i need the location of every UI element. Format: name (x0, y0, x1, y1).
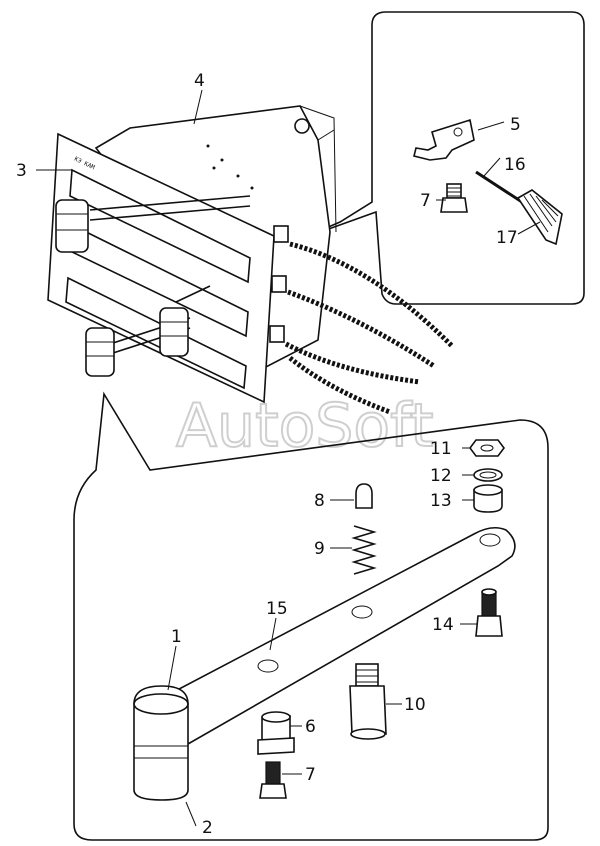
callout-17: 17 (496, 228, 518, 248)
callout-10: 10 (404, 695, 426, 715)
callout-11: 11 (430, 439, 452, 459)
callout-12: 12 (430, 466, 452, 486)
callout-8: 8 (314, 491, 325, 511)
washer-part-12 (473, 468, 503, 482)
screw-part-14 (475, 588, 503, 637)
bushing-part-13 (473, 484, 503, 513)
callout-2: 2 (202, 818, 213, 838)
bracket-housing-part-4: КЭ КАМ (47, 105, 337, 404)
nut-part-6 (257, 711, 295, 755)
rod-assembly-front (55, 195, 251, 377)
watermark-text: AutoSoft (176, 391, 434, 461)
callout-14: 14 (432, 615, 454, 635)
cables (284, 241, 454, 415)
detail-frame-bottom (73, 391, 549, 841)
bolt-part-7-bottom (259, 761, 287, 799)
nut-part-11 (469, 439, 505, 457)
bolt-part-7-top (440, 183, 468, 213)
coupler-part-10 (349, 663, 387, 740)
callout-3: 3 (16, 161, 27, 181)
lever-arm-part-15 (160, 526, 516, 746)
spring-part-9 (351, 525, 377, 575)
callout-5: 5 (510, 115, 521, 135)
pin-part-8 (355, 483, 373, 509)
callout-7-top: 7 (420, 191, 431, 211)
callout-7-bottom: 7 (305, 765, 316, 785)
callout-15: 15 (266, 599, 288, 619)
knob-part-1-2 (133, 685, 189, 801)
callout-13: 13 (430, 491, 452, 511)
bracket-part-5 (413, 118, 475, 161)
callout-1: 1 (171, 627, 182, 647)
detail-frame-top (297, 11, 585, 305)
callout-9: 9 (314, 539, 325, 559)
callout-16: 16 (504, 155, 526, 175)
callout-4: 4 (194, 71, 205, 91)
callout-6: 6 (305, 717, 316, 737)
cable-part-16-17 (475, 170, 563, 246)
leader-lines (36, 89, 541, 827)
